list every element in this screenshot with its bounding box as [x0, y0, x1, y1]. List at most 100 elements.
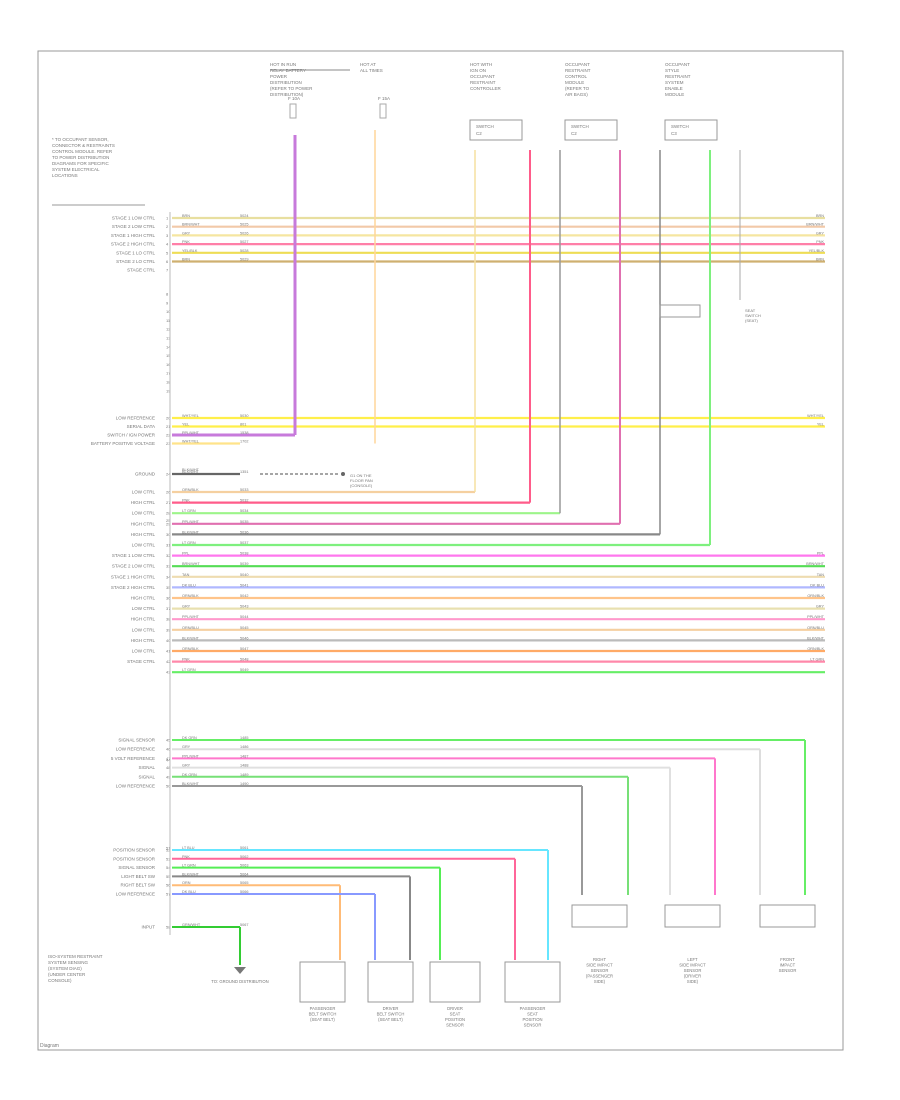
fuse-icon [289, 103, 297, 119]
pin-name: SWITCH / IGN POWER [107, 433, 155, 438]
wire-color-label: BRN/WHT [182, 562, 200, 566]
wire-circuit-label: 5048 [240, 658, 248, 662]
fuse-label: F 10A [288, 96, 300, 101]
component-label: MODULE [665, 92, 684, 97]
pin-number: 18 [166, 380, 171, 385]
right-wire-label: WHT/YEL [807, 414, 824, 418]
pin-number: 54 [166, 865, 171, 870]
pin-number: 44 [166, 757, 171, 762]
component-label: (REFER TO POWER [270, 86, 313, 91]
note-line: LOCATIONS [52, 173, 78, 178]
component-label: MODULE [565, 80, 584, 85]
pin-name: STAGE 2 LOW CTRL [112, 224, 156, 229]
wire-color-label: DK BLU [182, 583, 196, 587]
wire-color-label: DK GRN [182, 773, 197, 777]
component-label: OCCUPANT [470, 74, 495, 79]
wire-circuit-label: 5061 [240, 846, 248, 850]
pin-name: SIGNAL SENSOR [118, 738, 155, 743]
switch-note: SEAT [745, 308, 756, 313]
pin-number: 6 [166, 259, 169, 264]
pin-name: HIGH CTRL [131, 638, 156, 643]
pin-number: 24 [166, 472, 171, 477]
pin-name: LOW REFERENCE [116, 416, 155, 421]
pin-number: 32 [166, 553, 171, 558]
pin-number: 39 [166, 627, 171, 632]
pin-name: LOW CTRL [132, 511, 156, 516]
pin-number: 11 [166, 318, 171, 323]
pin-name: HIGH CTRL [131, 500, 156, 505]
module-label: FRONT [780, 957, 795, 962]
wire-color-label: PNK [182, 855, 190, 859]
wire-circuit-label: 5026 [240, 231, 248, 235]
pin-name: SIGNAL SENSOR [118, 865, 155, 870]
wire-circuit-label: 5041 [240, 583, 248, 587]
module-label: (PASSENGER [586, 974, 613, 979]
note-line: TO POWER DISTRIBUTION [52, 155, 109, 160]
ground-reference: TO: GROUND DISTRIBUTION [211, 979, 268, 984]
component-label: SYSTEM [665, 80, 684, 85]
pin-number: 26 [166, 490, 171, 495]
pin-number: 55 [166, 874, 171, 879]
wire-color-label: ORN [182, 881, 191, 885]
bottom-note-line: (SYSTEM DIAG) [48, 966, 82, 971]
right-wire-label: ORN/BLU [807, 626, 824, 630]
component-label: DISTRIBUTION [270, 80, 302, 85]
bottom-note-line: SYSTEM SENSING [48, 960, 89, 965]
wire-color-label: WHT/YEL [182, 414, 199, 418]
connector-label: C3 [671, 131, 677, 136]
module-label: SIDE) [594, 979, 606, 984]
wire-color-label: PPL/WHT [182, 754, 200, 758]
wire-color-label: YEL [182, 423, 189, 427]
pin-name: HIGH CTRL [131, 617, 156, 622]
module-label: LEFT [687, 957, 698, 962]
pin-number: 28 [166, 511, 171, 516]
pin-number: 3 [166, 233, 169, 238]
right-wire-label: BRN/WHT [806, 562, 824, 566]
pin-name: STAGE CTRL [127, 268, 155, 273]
wire-color-label: ORN/BLK [182, 594, 199, 598]
module-box [571, 904, 628, 928]
module-label: DRIVER [383, 1006, 399, 1011]
module-label: SENSOR [524, 1023, 542, 1028]
wire-color-label: LT GRN [182, 864, 196, 868]
wire-color-label: GRY [182, 745, 191, 749]
connector-label: C2 [571, 131, 577, 136]
module-label: (SEAT BELT) [310, 1017, 335, 1022]
pin-name: RIGHT BELT SW [120, 883, 155, 888]
pin-number: 8 [166, 292, 169, 297]
wire-color-label: PPL/WHT [182, 615, 200, 619]
wire-color-label: BRN [182, 258, 190, 262]
switch-label: SWITCH [571, 124, 589, 129]
wire-circuit-label: 5046 [240, 636, 248, 640]
switch-label: SWITCH [671, 124, 689, 129]
pin-number: 51 [166, 846, 171, 851]
pin-number: 40 [166, 638, 171, 643]
wire-circuit-label: 5027 [240, 240, 248, 244]
bottom-note-line: (UNDER CENTER [48, 972, 86, 977]
component-label: CONTROLLER [470, 86, 502, 91]
pin-name: STAGE 2 HIGH CTRL [111, 585, 156, 590]
module-box [664, 904, 721, 928]
wire-circuit-label: 5063 [240, 864, 248, 868]
pin-name: HIGH CTRL [131, 532, 156, 537]
wire-color-label: YEL/BLK [182, 249, 198, 253]
right-wire-label: YEL [817, 423, 824, 427]
wire-color-label: PNK [182, 658, 190, 662]
wire-color-label: LT GRN [182, 541, 196, 545]
pin-number: 27 [166, 500, 171, 505]
pin-number: 7 [166, 268, 169, 273]
wire-color-label: ORN/BLK [182, 647, 199, 651]
pin-name: BATTERY POSITIVE VOLTAGE [91, 441, 155, 446]
pin-name: SERIAL DATA [127, 424, 155, 429]
note-line: SYSTEM ELECTRICAL [52, 167, 100, 172]
pin-number: 13 [166, 336, 171, 341]
pin-number: 34 [166, 574, 171, 579]
pin-number: 37 [166, 606, 171, 611]
module-label: SIDE) [687, 979, 699, 984]
pin-number: 5 [166, 250, 169, 255]
wire-color-label: PPL/WHT [182, 520, 200, 524]
component-label: RESTRAINT [665, 74, 691, 79]
ground-wire-label: BLK/WHT [182, 468, 200, 472]
